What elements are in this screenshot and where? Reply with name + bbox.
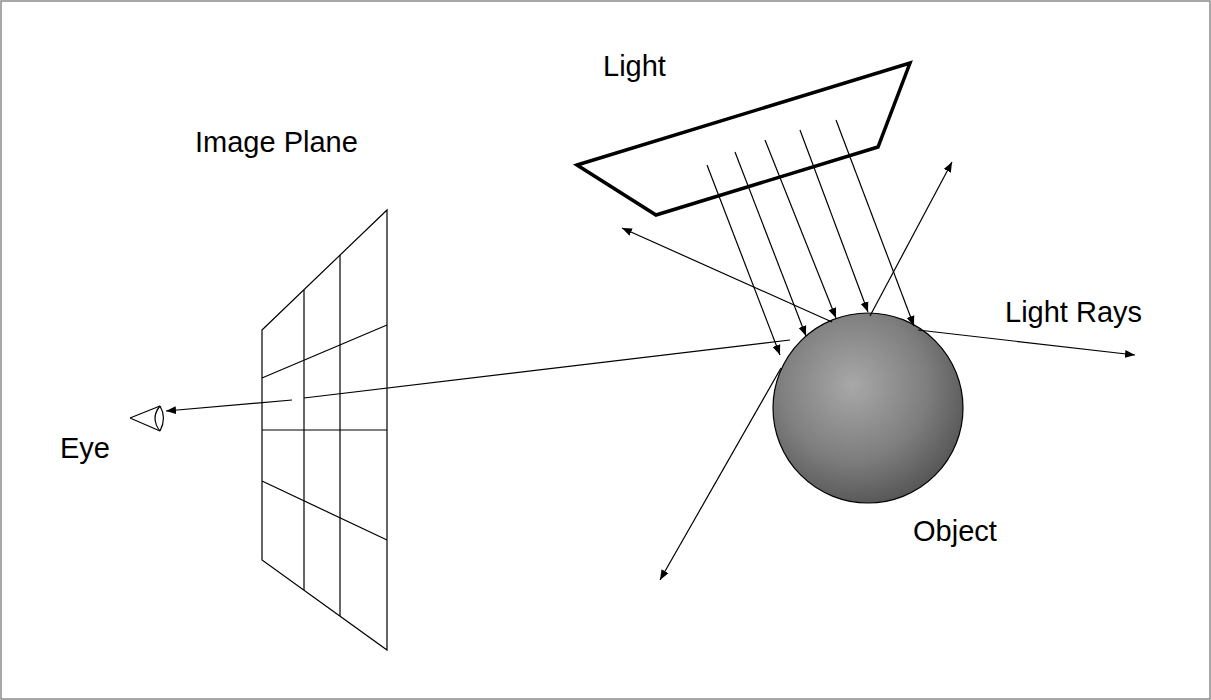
label: Eye (60, 434, 110, 463)
label: Light Rays (1005, 298, 1142, 327)
sphere-object (773, 313, 963, 503)
label: Image Plane (195, 128, 358, 157)
light-rays (166, 120, 1135, 580)
light-source (577, 63, 910, 215)
eye-symbol (130, 406, 164, 431)
label: Object (913, 517, 997, 546)
label: Light (603, 52, 666, 81)
image-plane (262, 210, 387, 650)
